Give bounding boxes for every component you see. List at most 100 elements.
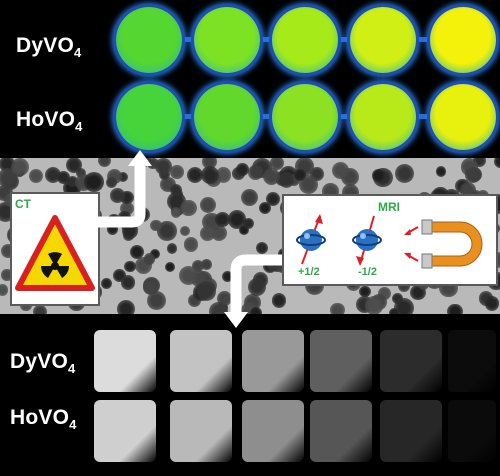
nanoparticle [241,188,259,207]
well-connector [176,114,200,119]
spin-down-label: -1/2 [358,266,377,278]
well-connector [176,37,200,42]
nanoparticle [124,260,136,273]
magnet-icon [404,219,483,269]
fluorescent-well [272,84,338,150]
nanoparticle [447,303,463,314]
nanoparticle [473,158,486,167]
fluorescent-well [430,84,496,150]
nanoparticle [0,284,9,296]
well-connector [332,37,356,42]
nanoparticle [294,169,306,181]
fluorescent-well [194,84,260,150]
nanoparticle [1,269,13,281]
nanoparticle [106,223,119,235]
nanoparticle [208,301,229,314]
nanoparticle [117,172,128,183]
well-connector [410,114,436,119]
nanoparticle [157,221,177,241]
nanoparticle [391,292,403,305]
nanoparticle [97,158,111,168]
spin-up-label: +1/2 [298,266,320,278]
nanoparticle [249,307,262,314]
nanoparticle [278,172,295,188]
phantom-square [242,400,304,462]
nanoparticle [154,158,173,175]
nanoparticle [435,165,447,177]
nanoparticle [464,166,481,184]
nanoparticle [196,281,217,301]
nanoparticle [258,202,271,215]
radiation-hazard-icon [15,215,95,291]
nanoparticle [364,296,383,314]
mri-label: MRI [378,200,400,214]
nanoparticle [75,167,87,179]
nanoparticle [394,298,414,314]
well-connector [410,37,436,42]
well-connector [254,37,278,42]
nanoparticle [395,163,415,183]
fluorescent-well [350,84,416,150]
fluorescent-well [116,84,182,150]
row-label-hovo4-top: HoVO4 [16,108,83,135]
phantom-square [94,330,156,392]
nanoparticle [202,158,218,170]
nanoparticle [109,188,125,203]
nanoparticle [372,169,385,182]
ct-phantom-panel: DyVO4 HoVO4 [0,314,500,476]
phantom-square [242,330,304,392]
spin-up-icon [296,214,326,265]
phantom-square [310,400,372,462]
nanoparticle [105,176,117,188]
nanoparticle [330,302,345,314]
nanoparticle [201,166,220,185]
nanoparticle [130,245,145,260]
nanoparticle [147,158,159,170]
nanoparticle [215,212,231,227]
nanoparticle [178,265,199,286]
nanoparticle [10,158,30,177]
nanoparticle [247,277,267,297]
nanoparticle [66,158,83,174]
nanoparticle [331,162,350,180]
nanoparticle [149,249,161,260]
nanoparticle [116,299,135,314]
phantom-square [448,400,496,462]
row-label-dyvo4-bottom: DyVO4 [10,350,76,377]
nanoparticle [28,168,43,184]
nanoparticle [165,261,176,272]
ct-callout: CT [10,192,100,306]
nanoparticle [179,225,191,237]
ct-label: CT [15,197,31,211]
phantom-square [170,330,232,392]
phantom-square [380,330,442,392]
nanoparticle [388,307,400,314]
nanoparticle [263,168,281,186]
nanoparticle [167,243,178,254]
nanoparticle [150,220,162,232]
nanoparticle [250,165,264,179]
nanoparticle [199,226,215,242]
nanoparticle [142,279,159,295]
nanoparticle [359,285,371,298]
nanoparticle [143,253,155,265]
fluorescent-well [350,7,416,73]
nanoparticle [200,197,217,214]
phantom-square [170,400,232,462]
nanoparticle [238,224,249,235]
nanoparticle [170,165,184,179]
nanoparticle [56,171,70,185]
fluorescence-panel: DyVO4 HoVO4 [0,0,500,158]
well-connector [254,114,278,119]
spin-down-icon [352,215,382,266]
nanoparticle [227,209,247,229]
nanoparticle [146,290,167,311]
nanoparticle [484,295,500,311]
fluorescent-well [194,7,260,73]
fluorescent-well [272,7,338,73]
nanoparticle [32,304,48,314]
tem-micrograph: CT MRI +1/2 -1/2 [0,158,500,314]
nanoparticle [170,207,182,218]
row-label-dyvo4-top: DyVO4 [16,34,82,61]
